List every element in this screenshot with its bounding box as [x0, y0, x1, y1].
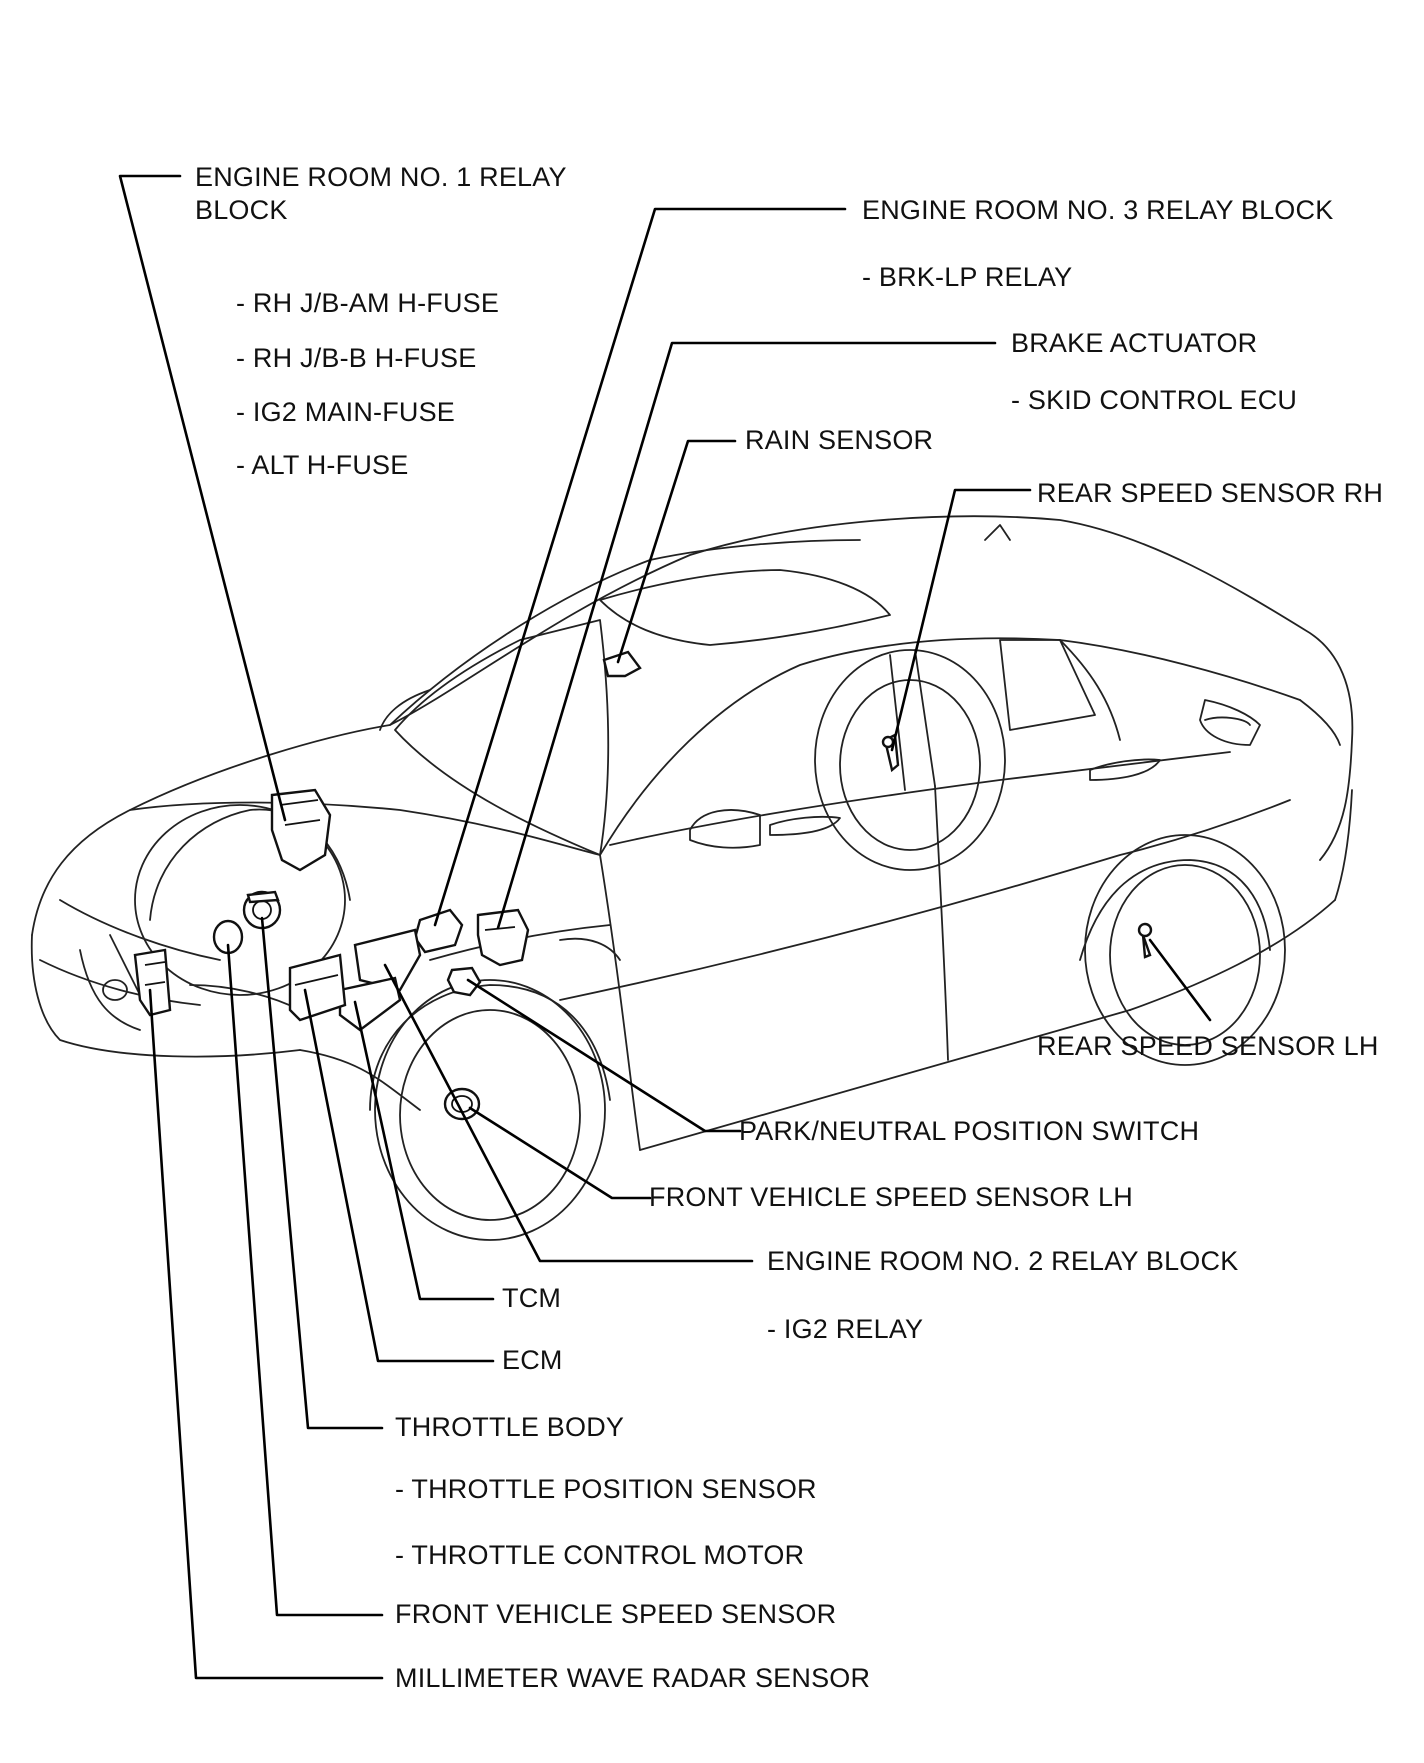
label-engine-room-no3-relay-block: ENGINE ROOM NO. 3 RELAY BLOCK	[862, 195, 1334, 225]
label-front-vehicle-speed-sensor: FRONT VEHICLE SPEED SENSOR	[395, 1599, 837, 1629]
leader-ecm	[303, 988, 495, 1363]
engine-room-no1-relay-block-part	[270, 788, 332, 872]
label-ecm: ECM	[502, 1345, 563, 1375]
label-park-neutral-position-switch: PARK/NEUTRAL POSITION SWITCH	[739, 1116, 1200, 1146]
label-rain-sensor: RAIN SENSOR	[745, 425, 934, 455]
vehicle-outline	[30, 515, 1354, 1241]
brake-actuator-part	[476, 908, 530, 967]
leader-throttle-body	[260, 916, 384, 1430]
leader-tcm	[353, 1000, 495, 1301]
leader-engine-room-no1	[118, 174, 287, 822]
label-rear-speed-sensor-rh: REAR SPEED SENSOR RH	[1037, 478, 1384, 508]
label-brake-actuator: BRAKE ACTUATOR	[1011, 328, 1258, 358]
leader-front-speed-lh	[468, 1106, 652, 1200]
label-rh-jb-am-h-fuse: - RH J/B-AM H-FUSE	[236, 288, 500, 318]
ecm-part	[288, 953, 347, 1022]
leader-rain-sensor	[616, 439, 737, 664]
label-throttle-body: THROTTLE BODY	[395, 1412, 625, 1442]
label-throttle-position-sensor: - THROTTLE POSITION SENSOR	[395, 1474, 817, 1504]
label-engine-room-no1-relay-block: ENGINE ROOM NO. 1 RELAY BLOCK	[195, 162, 567, 225]
leader-lines	[118, 174, 1212, 1680]
rain-sensor-part	[602, 650, 642, 678]
label-skid-control-ecu: - SKID CONTROL ECU	[1011, 385, 1298, 415]
label-brk-lp-relay: - BRK-LP RELAY	[862, 262, 1073, 292]
label-millimeter-wave-radar-sensor: MILLIMETER WAVE RADAR SENSOR	[395, 1663, 871, 1693]
label-ig2-main-fuse: - IG2 MAIN-FUSE	[236, 397, 456, 427]
leader-engine-room-no2	[383, 963, 754, 1263]
label-throttle-control-motor: - THROTTLE CONTROL MOTOR	[395, 1540, 805, 1570]
label-front-vehicle-speed-sensor-lh: FRONT VEHICLE SPEED SENSOR LH	[649, 1182, 1133, 1212]
leader-brake-actuator	[496, 341, 997, 930]
label-ig2-relay: - IG2 RELAY	[767, 1314, 924, 1344]
tcm-part	[338, 976, 402, 1032]
label-tcm: TCM	[502, 1283, 562, 1313]
leader-engine-room-no3	[433, 207, 847, 927]
label-rear-speed-sensor-lh: REAR SPEED SENSOR LH	[1037, 1031, 1379, 1061]
label-alt-h-fuse: - ALT H-FUSE	[236, 450, 409, 480]
rear-speed-sensor-rh-part	[881, 733, 900, 773]
label-rh-jb-b-h-fuse: - RH J/B-B H-FUSE	[236, 343, 477, 373]
leader-rear-speed-lh	[1148, 938, 1212, 1022]
millimeter-wave-radar-sensor-part	[133, 948, 172, 1017]
leader-millimeter-radar	[148, 988, 384, 1680]
engine-room-no2-relay-block-part	[353, 928, 422, 992]
rear-speed-sensor-lh-part	[1137, 922, 1153, 959]
park-neutral-switch-part	[446, 966, 482, 997]
leader-front-speed	[226, 943, 384, 1617]
leader-park-neutral	[466, 978, 742, 1133]
label-engine-room-no2-relay-block: ENGINE ROOM NO. 2 RELAY BLOCK	[767, 1246, 1239, 1276]
leader-rear-speed-rh	[890, 488, 1032, 752]
